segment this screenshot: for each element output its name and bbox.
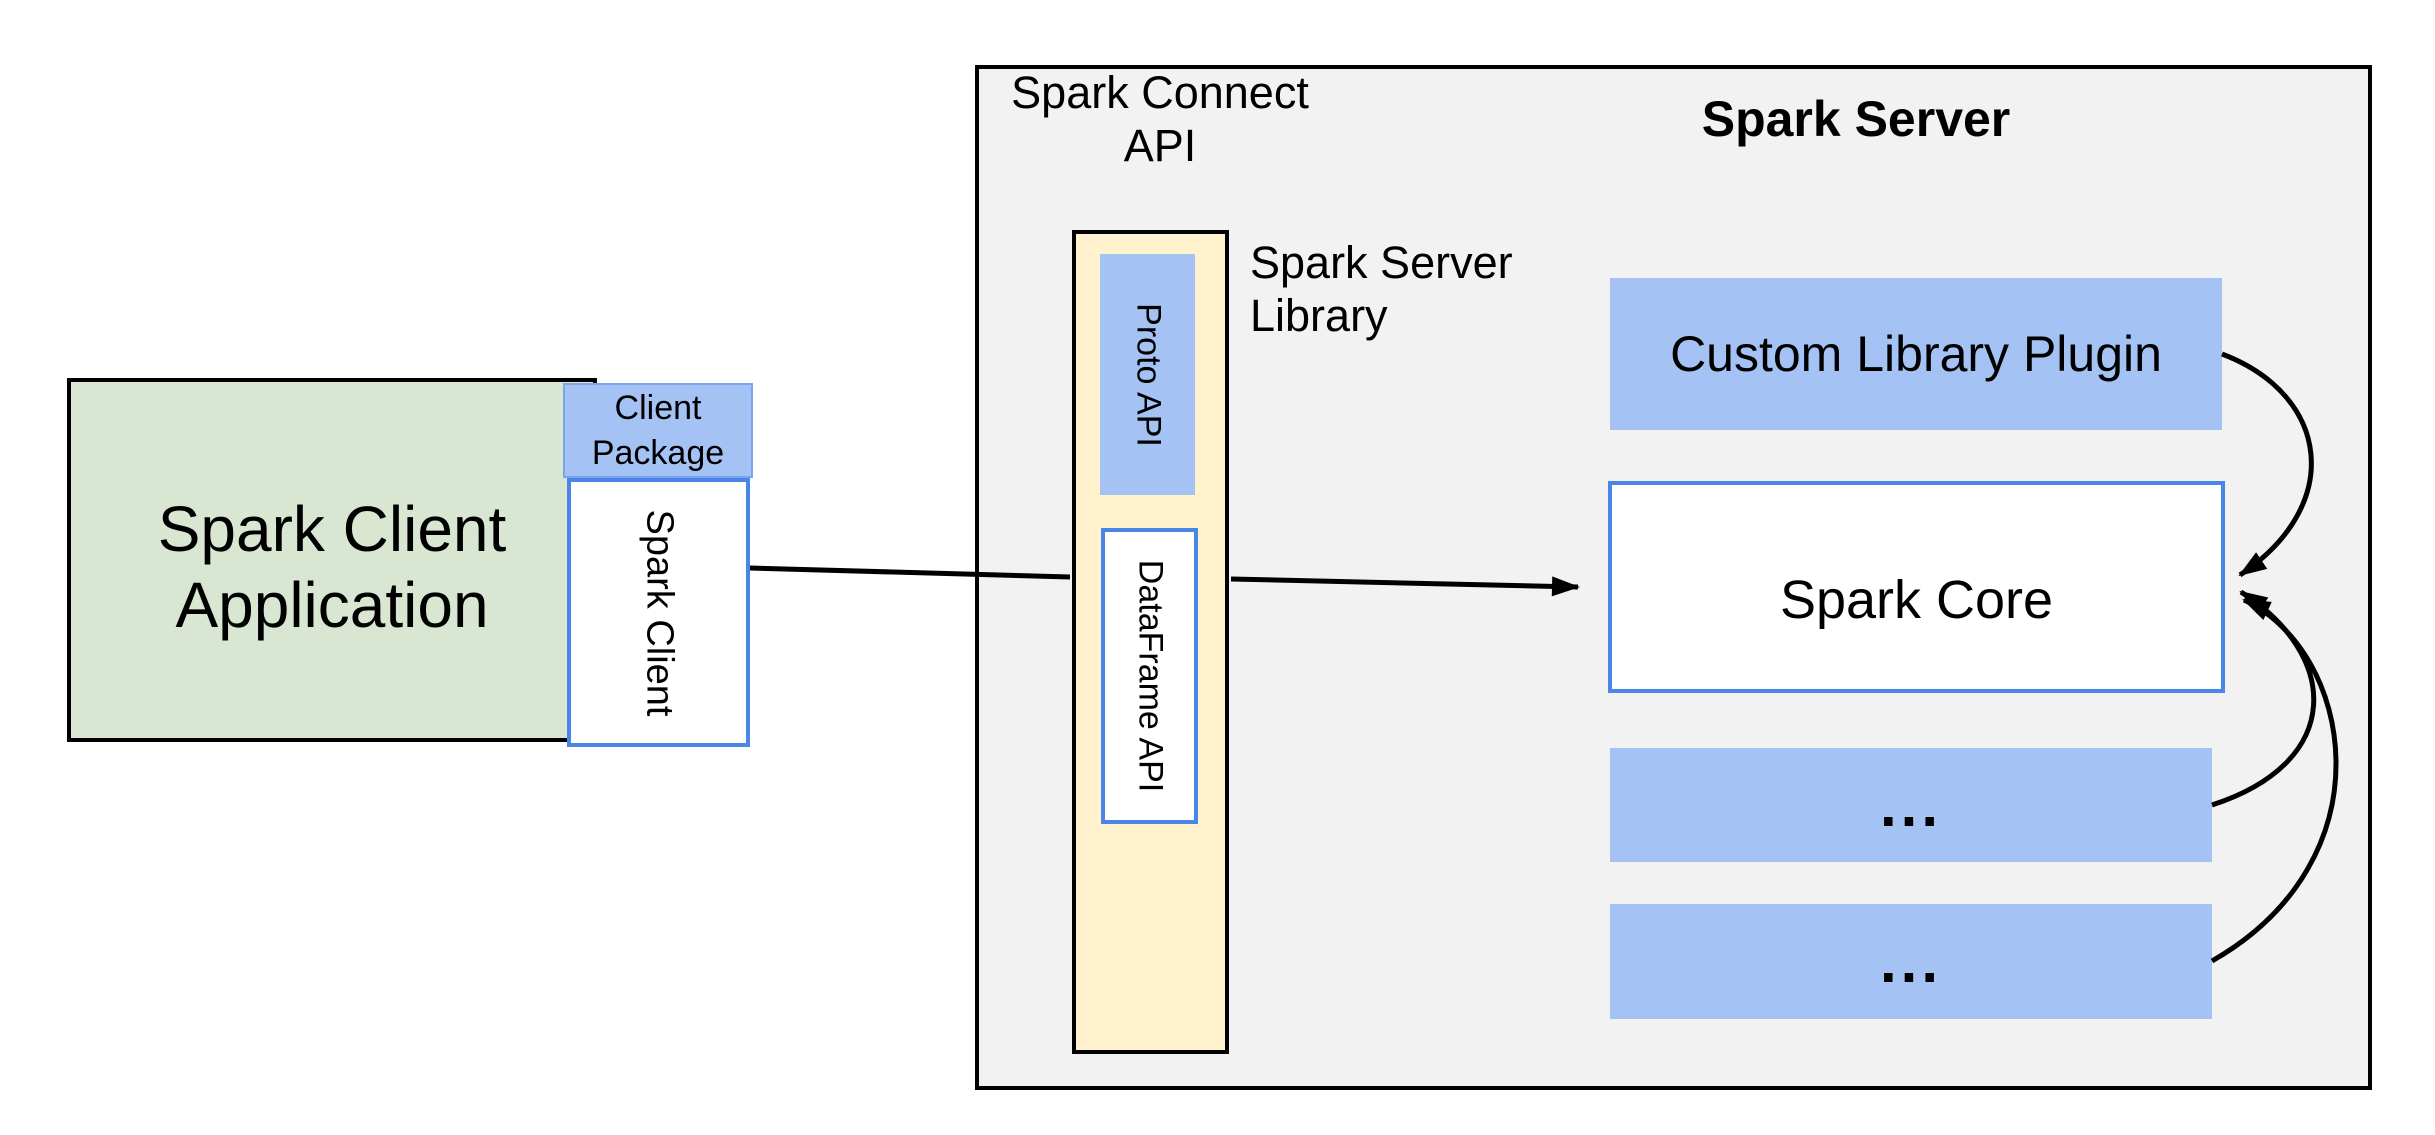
spark-client-application-box (67, 378, 597, 742)
spark-client-label: Spark Client (638, 509, 680, 716)
plugin-slot-box-2: ... (1610, 904, 2212, 1019)
dataframe-api-label: DataFrame API (1131, 559, 1169, 793)
plugin-slot-2-label: ... (1879, 928, 1942, 995)
custom-library-plugin-label: Custom Library Plugin (1670, 326, 2162, 382)
plugin-slot-box-1: ... (1610, 748, 2212, 862)
plugin-slot-1-label: ... (1879, 771, 1942, 839)
spark-client-box: Spark Client (567, 478, 750, 747)
client-package-box: Client Package (563, 383, 753, 478)
dataframe-api-box: DataFrame API (1101, 528, 1198, 824)
spark-client-application-label: Spark Client Application (157, 493, 507, 641)
spark-connect-api-label: Spark Connect API (1011, 67, 1309, 171)
spark-server-title: Spark Server (1701, 91, 2011, 147)
custom-library-plugin-box: Custom Library Plugin (1610, 278, 2222, 430)
proto-api-box: Proto API (1100, 254, 1195, 495)
client-package-label: Client Package (591, 388, 725, 472)
proto-api-label: Proto API (1129, 302, 1167, 447)
spark-core-box: Spark Core (1608, 481, 2225, 693)
spark-core-label: Spark Core (1779, 570, 2054, 630)
spark-server-library-label: Spark Server Library (1250, 237, 1513, 341)
